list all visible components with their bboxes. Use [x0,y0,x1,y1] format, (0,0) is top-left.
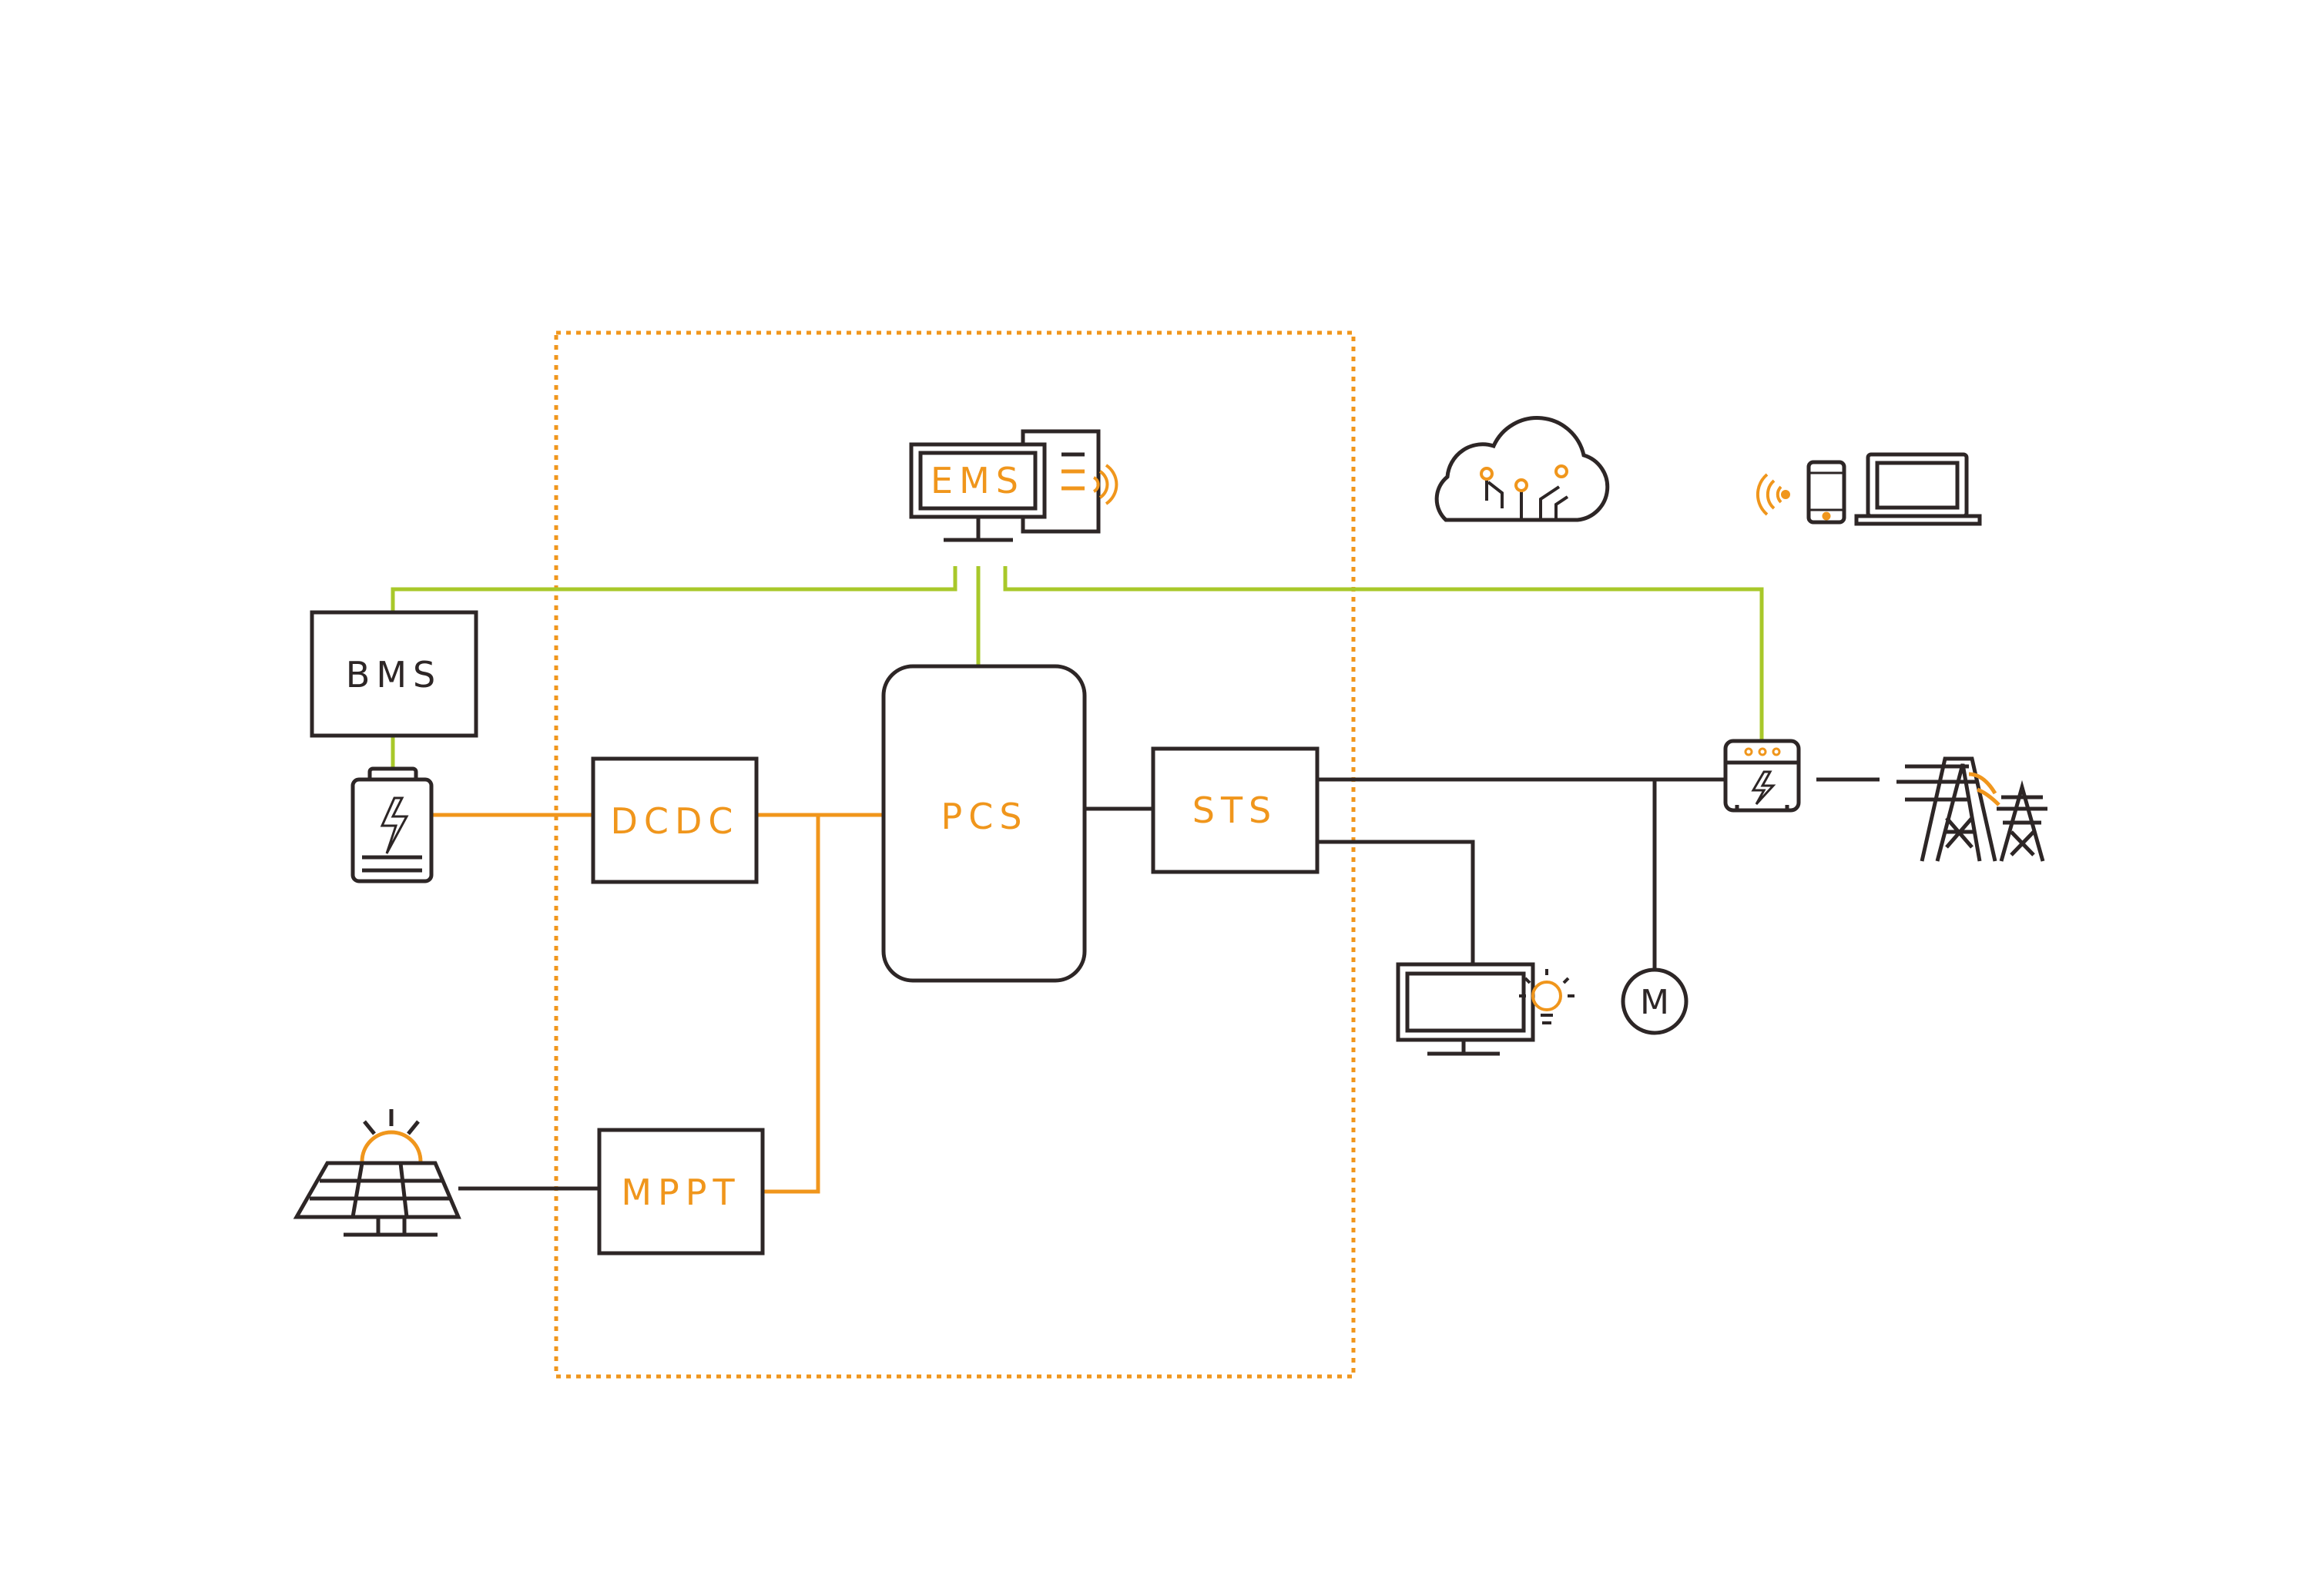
power-tower-icon [1896,756,2047,862]
ac-lines [458,777,1880,1191]
pcs-label: PCS [941,796,1028,837]
sts-block: STS [1151,746,1320,874]
meter-icon [1723,739,1801,813]
dc-lines [431,813,884,1194]
laptop-icon [1854,452,1982,526]
cloud-icon [1434,416,1610,522]
communication-lines [391,566,1764,769]
bms-label: BMS [346,654,441,696]
sts-label: STS [1192,790,1278,831]
pcs-block: PCS [881,664,1087,983]
motor-icon: M [1621,967,1689,1035]
bms-block: BMS [310,610,478,738]
load-monitor-icon [1396,962,1535,1056]
lightbulb-icon [1519,969,1574,1024]
dcdc-block: DCDC [591,756,759,884]
ems-monitor-icon [909,429,1118,542]
mppt-label: MPPT [621,1172,740,1213]
phone-icon [1806,460,1846,525]
solar-panel-icon [293,1109,461,1237]
mppt-block: MPPT [597,1128,765,1256]
battery-icon [350,766,434,883]
motor-label: M [1640,983,1669,1022]
wifi-icon [1756,473,1790,516]
dcdc-label: DCDC [610,800,739,842]
ems-label: EMS [931,460,1025,501]
